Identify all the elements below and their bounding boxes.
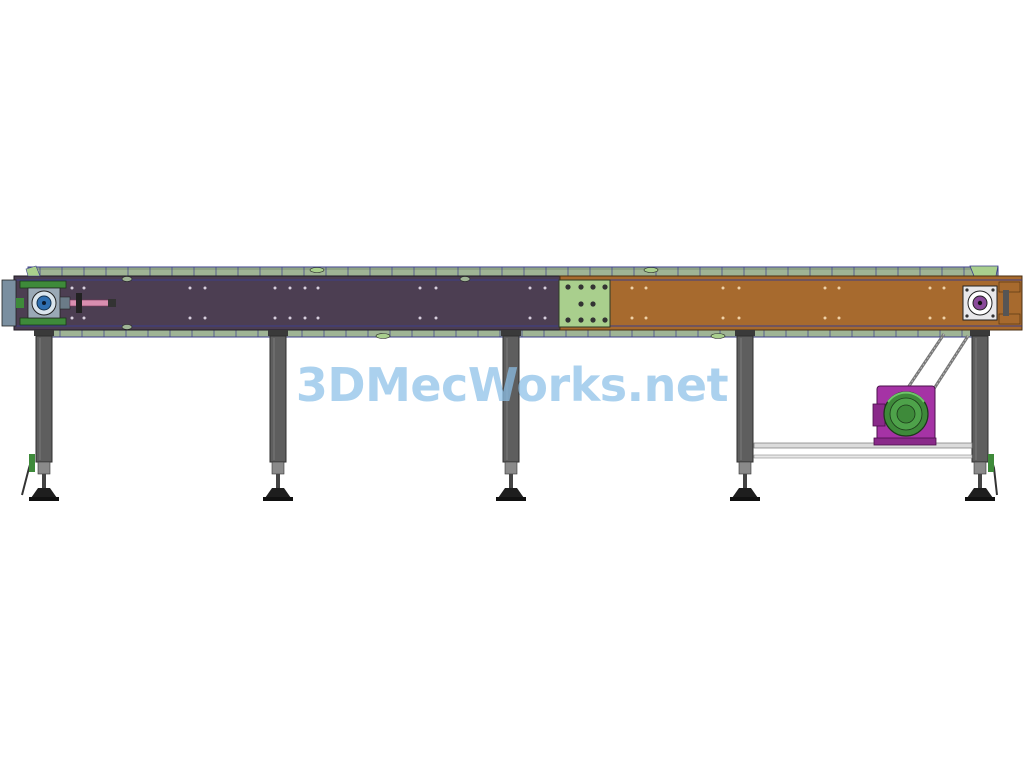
support-leg bbox=[496, 330, 526, 501]
frame-right-bolt-holes bbox=[630, 286, 946, 320]
tail-bearing-assembly bbox=[1, 265, 116, 327]
frame-right-section bbox=[559, 275, 1023, 331]
top-slat-ticks bbox=[39, 267, 987, 276]
frame-left-bolt-holes bbox=[70, 286, 547, 320]
lower-crossbar bbox=[753, 442, 973, 459]
support-legs bbox=[29, 330, 995, 501]
support-leg bbox=[29, 330, 59, 501]
support-leg bbox=[263, 330, 293, 501]
support-leg bbox=[730, 330, 760, 501]
top-chain-rail bbox=[27, 265, 999, 277]
rail-slot-markers bbox=[121, 267, 726, 339]
support-leg bbox=[965, 330, 995, 501]
joint-plate bbox=[558, 279, 611, 328]
head-bearing-assembly bbox=[962, 281, 1021, 325]
end-leg-brackets bbox=[21, 454, 998, 496]
drive-motor bbox=[872, 385, 937, 446]
